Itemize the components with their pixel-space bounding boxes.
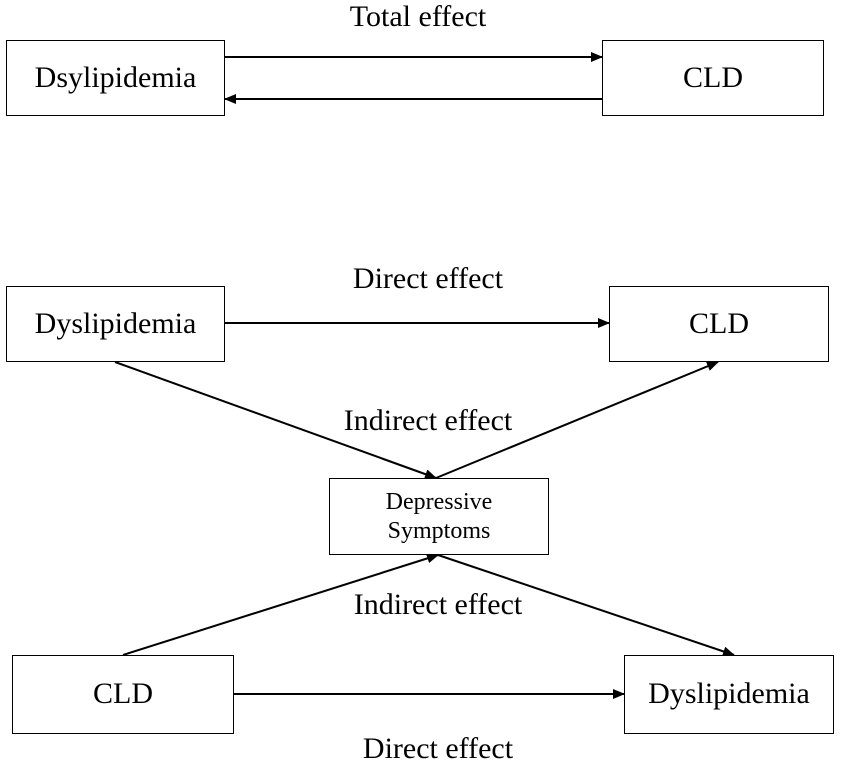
cld-box-label: CLD [683, 60, 743, 94]
cld-box-label: CLD [93, 677, 153, 711]
mediator-to-dyslipidemia-arrow [437, 554, 735, 657]
cld-box-label: CLD [689, 306, 749, 340]
direct-effect-label-bottom: Direct effect [362, 732, 514, 765]
depressive-symptoms-mediator-box: Depressive Symptoms [329, 478, 549, 555]
dyslipidemia-box-top-panel: Dsylipidemia [6, 40, 225, 116]
indirect-effect-label-lower: Indirect effect [353, 588, 523, 621]
cld-to-mediator-arrow [122, 553, 439, 656]
dyslipidemia-box-label: Dyslipidemia [34, 306, 197, 340]
dyslipidemia-box-label: Dyslipidemia [648, 677, 810, 711]
dyslipidemia-box-top-left: Dyslipidemia [6, 286, 225, 362]
cld-box-top-right: CLD [609, 286, 829, 362]
total-effect-label: Total effect [349, 0, 487, 33]
indirect-effect-label-upper: Indirect effect [343, 404, 513, 437]
mediator-box-label: Depressive Symptoms [385, 488, 493, 544]
dyslipidemia-to-mediator-arrow [114, 361, 437, 479]
dyslipidemia-box-label: Dsylipidemia [34, 60, 197, 94]
cld-box-top-panel: CLD [602, 40, 824, 116]
cld-box-bottom-left: CLD [12, 655, 234, 734]
direct-effect-label-top: Direct effect [352, 262, 504, 295]
dyslipidemia-box-bottom-right: Dyslipidemia [624, 655, 834, 734]
mediator-to-cld-arrow [435, 361, 719, 479]
